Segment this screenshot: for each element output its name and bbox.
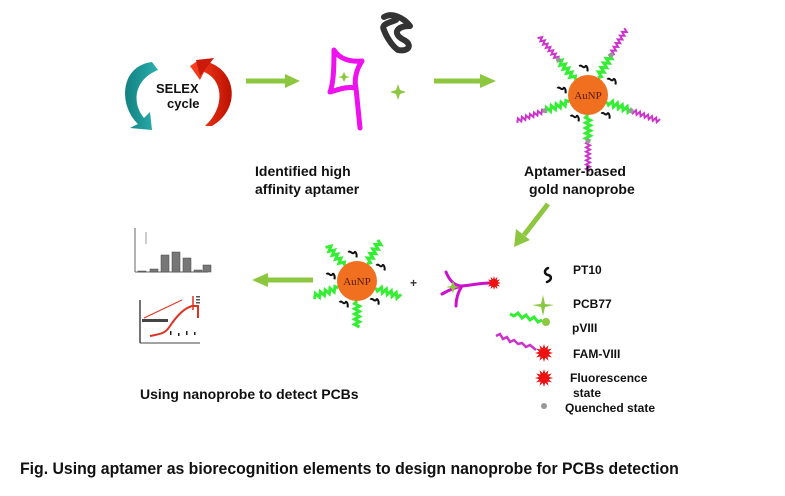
pcb77-star-icon — [532, 295, 554, 316]
quenched-dot-icon — [541, 403, 547, 409]
selex-red-arrow — [190, 62, 232, 126]
pviii-strand — [325, 243, 347, 266]
aptamer-label-line1: Identified high — [255, 163, 351, 179]
fam-strand — [537, 35, 560, 60]
quenched-dot — [608, 52, 614, 58]
pt10-strand — [338, 300, 349, 308]
selex-label-line1: SELEX — [156, 81, 199, 96]
line-chart-thumbnail — [139, 296, 200, 344]
pviii-strand — [364, 239, 384, 266]
legend-label-pviii: pVIII — [572, 321, 598, 335]
bar — [171, 251, 181, 273]
fam-viii-strand-icon — [495, 332, 553, 362]
pviii-strand-icon — [509, 310, 550, 326]
pt10-strand — [569, 114, 580, 122]
plus-sign: + — [410, 276, 417, 290]
target-strand-icon — [380, 12, 413, 54]
gold-nanoparticle — [337, 261, 377, 301]
fluorescence-burst-shape — [535, 344, 553, 362]
pt10-strand — [606, 77, 617, 85]
pviii-strand — [582, 113, 594, 143]
pviii-strand — [605, 98, 634, 116]
bar — [160, 254, 170, 273]
selex-teal-arrow — [125, 62, 158, 130]
arrow-down-left — [514, 202, 550, 247]
arrow-left — [252, 273, 313, 287]
gold-nanoprobe-bottom: AuNP — [313, 239, 403, 329]
nanoprobe-label-line2: gold nanoprobe — [529, 181, 635, 197]
fluorescence-burst-icon — [535, 369, 553, 387]
pviii-strand — [556, 57, 578, 80]
bar — [149, 268, 159, 273]
selex-label-line2: cycle — [167, 96, 200, 111]
pt10-strand — [375, 263, 386, 271]
legend-label-pt10: PT10 — [573, 263, 602, 277]
legend-label-pcb77: PCB77 — [573, 297, 612, 311]
pt10-strand — [600, 111, 611, 119]
bar — [193, 269, 203, 273]
pviii-strand — [544, 98, 570, 115]
pcb77-free-icon — [390, 84, 406, 100]
aptamer-label-line2: affinity aptamer — [255, 181, 360, 197]
quenched-dot — [628, 108, 634, 114]
aunp-label: AuNP — [343, 276, 371, 288]
aptamer-with-pcb-icon — [327, 47, 365, 131]
fluorescence-burst-shape — [535, 369, 553, 387]
pt10-squiggle-icon — [543, 266, 553, 284]
legend-label-fluorescence-state: state — [573, 386, 602, 400]
quenched-dot — [555, 57, 561, 63]
figure-caption: Fig. Using aptamer as biorecognition ele… — [20, 459, 679, 478]
quenched-dot — [585, 138, 591, 144]
nanoprobe-label-line1: Aptamer-based — [524, 163, 626, 179]
gold-nanoprobe-top: AuNP — [516, 27, 661, 172]
pviii-strand — [374, 284, 403, 302]
aptamer-pcb-fam-complex-icon — [440, 270, 501, 308]
pviii-strand — [595, 53, 615, 80]
legend-label-fluorescence: Fluorescence — [570, 371, 648, 385]
fam-strand — [516, 108, 546, 124]
bar — [182, 257, 192, 273]
fam-strand — [583, 140, 593, 172]
pviii-strand — [313, 284, 339, 301]
fam-strand — [630, 108, 661, 125]
aunp-label: AuNP — [574, 90, 602, 102]
legend-label-quenched: Quenched state — [565, 401, 656, 415]
fam-strand — [609, 27, 629, 57]
arrow-right-2 — [434, 74, 496, 88]
pviii-strand — [351, 299, 363, 329]
pt10-strand — [369, 297, 380, 305]
legend-label-fam-viii: FAM-VIII — [573, 347, 621, 361]
pt10-strand — [556, 86, 567, 94]
bar — [137, 270, 147, 273]
pt10-strand — [325, 272, 336, 280]
detect-label: Using nanoprobe to detect PCBs — [140, 386, 359, 402]
bar — [202, 264, 212, 273]
quenched-dot — [542, 108, 548, 114]
fluorescence-burst-shape — [487, 276, 501, 290]
arrow-right-1 — [246, 74, 300, 88]
pt10-strand — [578, 64, 589, 72]
gold-nanoparticle — [568, 75, 608, 115]
bar-chart-thumbnail — [134, 228, 212, 273]
pt10-strand — [347, 250, 358, 258]
selex-cycle-icon — [125, 58, 232, 130]
